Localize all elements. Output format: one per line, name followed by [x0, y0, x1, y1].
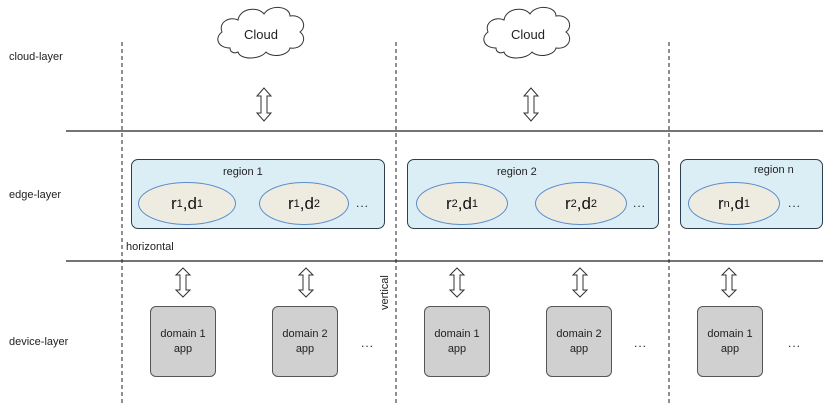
node-r-index: 1: [176, 197, 183, 210]
cloud-label-2: Cloud: [511, 27, 545, 42]
arrow-cloud-edge-1: [255, 87, 273, 122]
app-type-label: app: [173, 342, 193, 355]
device-app-box: domain 2 app: [546, 306, 612, 377]
arrow-edge-device-4: [571, 267, 589, 298]
arrow-edge-device-3: [448, 267, 466, 298]
node-r-index: 2: [451, 197, 458, 210]
device-ellipsis-2: ...: [634, 336, 648, 350]
cloud-layer-label: cloud-layer: [9, 51, 63, 63]
node-d-index: 2: [313, 197, 321, 210]
app-domain-label: domain 1: [434, 327, 480, 340]
node-d-index: 2: [590, 197, 598, 210]
region-2-ellipsis: ...: [633, 196, 647, 210]
arrow-edge-device-5: [720, 267, 738, 298]
arrow-edge-device-2: [297, 267, 315, 298]
device-app-box: domain 1 app: [150, 306, 216, 377]
app-type-label: app: [720, 342, 740, 355]
app-domain-label: domain 2: [282, 327, 328, 340]
region-n-title: region n: [754, 164, 794, 176]
cloud-shape-2: [483, 7, 571, 59]
device-ellipsis-3: ...: [788, 336, 802, 350]
region-1-title: region 1: [223, 166, 263, 178]
app-domain-label: domain 1: [707, 327, 753, 340]
vertical-label: vertical: [379, 275, 391, 310]
node-d-index: 1: [471, 197, 479, 210]
device-app-box: domain 1 app: [697, 306, 763, 377]
node-d-index: 1: [196, 197, 204, 210]
node-r-index: 2: [570, 197, 577, 210]
app-type-label: app: [569, 342, 589, 355]
app-domain-label: domain 2: [556, 327, 602, 340]
node-d-index: 1: [743, 197, 751, 210]
app-domain-label: domain 1: [160, 327, 206, 340]
cloud-label-1: Cloud: [244, 27, 278, 42]
node-r-index: 1: [293, 197, 300, 210]
horizontal-label: horizontal: [126, 241, 174, 253]
node-r-index: n: [723, 197, 730, 210]
arrow-edge-device-1: [174, 267, 192, 298]
edge-layer-label: edge-layer: [9, 189, 61, 201]
device-layer-label: device-layer: [9, 336, 69, 348]
device-app-box: domain 2 app: [272, 306, 338, 377]
cloud-shape-1: [217, 7, 305, 59]
app-type-label: app: [447, 342, 467, 355]
app-type-label: app: [295, 342, 315, 355]
device-ellipsis-1: ...: [361, 336, 375, 350]
region-2-title: region 2: [497, 166, 537, 178]
device-app-box: domain 1 app: [424, 306, 490, 377]
region-n-ellipsis: ...: [788, 196, 802, 210]
arrow-cloud-edge-2: [522, 87, 540, 122]
region-1-ellipsis: ...: [356, 196, 370, 210]
